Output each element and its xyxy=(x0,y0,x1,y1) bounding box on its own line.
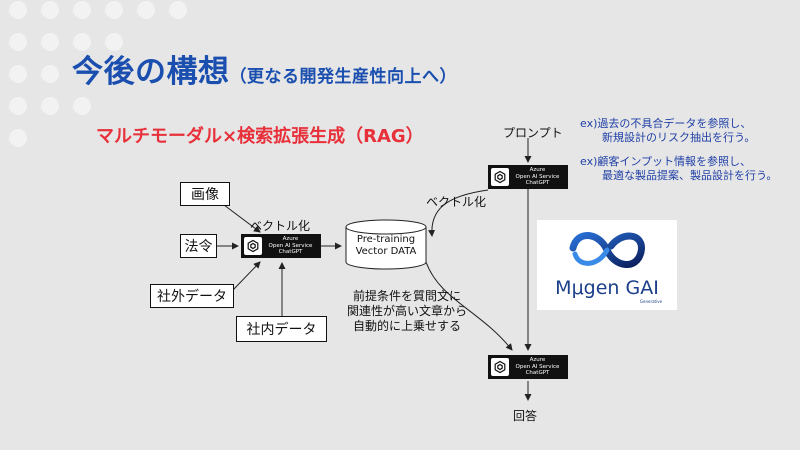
example-1-line-1: ex)過去の不具合データを参照し、 xyxy=(580,117,752,130)
azure-line-2: Open AI Service xyxy=(268,242,313,249)
arrow-external-to-azure xyxy=(232,261,261,291)
azure-line-1: Azure xyxy=(282,236,299,243)
title-main: 今後の構想 xyxy=(72,54,230,90)
input-law: 法令 xyxy=(180,234,217,258)
input-image: 画像 xyxy=(180,182,230,206)
logo-tagline: Generative xyxy=(640,299,663,304)
page-title: 今後の構想（更なる開発生産性向上へ） xyxy=(72,46,457,91)
input-external-data: 社外データ xyxy=(150,284,234,308)
note-line-2: 関連性が高い文章から xyxy=(347,304,468,318)
azure-line-3: ChatGPT xyxy=(525,180,550,187)
database-cylinder xyxy=(345,219,427,270)
example-2: ex)顧客インプット情報を参照し、 最適な製品提案、製品設計を行う。 xyxy=(580,155,777,182)
azure-openai-box-prompt: Azure Open AI Service ChatGPT xyxy=(488,165,568,189)
example-2-line-2: 最適な製品提案、製品設計を行う。 xyxy=(602,168,778,182)
azure-line-3: ChatGPT xyxy=(525,370,550,377)
rag-note: 前提条件を質問文に 関連性が高い文章から 自動的に上乗せする xyxy=(347,289,467,334)
label-prompt: プロンプト xyxy=(503,126,563,140)
infinity-logo-icon: Mμgen GAI Generative xyxy=(555,232,663,304)
mugen-gai-logo: Mμgen GAI Generative xyxy=(537,220,677,310)
openai-icon xyxy=(491,168,509,186)
azure-line-1: Azure xyxy=(529,167,546,174)
logo-wordmark: Mμgen GAI xyxy=(555,277,659,299)
arrow-image-to-azure xyxy=(223,204,261,233)
db-line-2: Vector DATA xyxy=(355,246,417,257)
arrow-azure-to-db-vectorize xyxy=(428,189,489,237)
openai-icon xyxy=(244,237,262,255)
azure-line-1: Azure xyxy=(529,357,546,364)
input-internal-data: 社内データ xyxy=(236,316,327,342)
example-2-line-1: ex)顧客インプット情報を参照し、 xyxy=(580,155,752,168)
example-1-line-2: 新規設計のリスク抽出を行う。 xyxy=(602,130,756,144)
label-vectorize-right: ベクトル化 xyxy=(426,195,487,209)
example-1: ex)過去の不具合データを参照し、 新規設計のリスク抽出を行う。 xyxy=(580,117,755,144)
arrow-db-to-azure xyxy=(425,261,513,351)
azure-openai-box-answer: Azure Open AI Service ChatGPT xyxy=(488,355,568,379)
azure-line-3: ChatGPT xyxy=(278,249,303,256)
note-line-1: 前提条件を質問文に xyxy=(353,289,462,303)
azure-openai-box-left: Azure Open AI Service ChatGPT xyxy=(241,234,321,258)
note-line-3: 自動的に上乗せする xyxy=(353,319,462,333)
decorative-dots xyxy=(9,1,187,147)
openai-icon xyxy=(491,358,509,376)
azure-line-2: Open AI Service xyxy=(515,363,560,370)
label-answer: 回答 xyxy=(513,409,538,423)
vector-database: Pre-training Vector DATA xyxy=(346,234,426,258)
label-vectorize-left: ベクトル化 xyxy=(250,219,311,233)
subtitle: マルチモーダル×検索拡張生成（RAG） xyxy=(96,126,424,147)
title-sub: （更なる開発生産性向上へ） xyxy=(229,67,457,87)
azure-line-2: Open AI Service xyxy=(515,173,560,180)
db-line-1: Pre-training xyxy=(356,234,416,245)
